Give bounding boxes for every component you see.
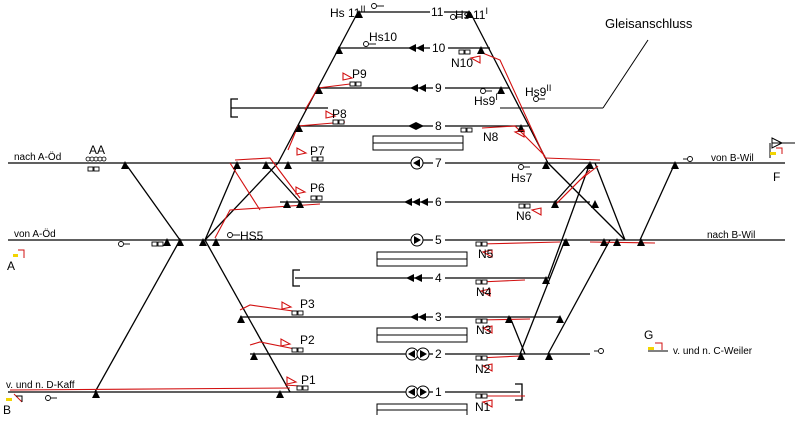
track-number-8: 8 <box>435 119 442 133</box>
label-gleisanschluss: Gleisanschluss <box>605 16 693 31</box>
track-number-1: 1 <box>435 385 442 399</box>
track-number-10: 10 <box>432 41 446 55</box>
track-number-2: 2 <box>435 347 442 361</box>
ladder-right <box>469 11 676 355</box>
signal-flags <box>280 55 542 408</box>
label-hs10: Hs10 <box>369 30 397 44</box>
label-p6: P6 <box>310 181 325 195</box>
gleisanschluss-pointer <box>602 39 649 109</box>
label-hs5: HS5 <box>240 229 264 243</box>
label-d-kaff: v. und n. D-Kaff <box>6 380 75 391</box>
switch-markers <box>92 10 679 398</box>
route-highlights <box>9 51 656 397</box>
point-a-icon <box>13 249 25 258</box>
track-number-7: 7 <box>435 156 442 170</box>
label-p1: P1 <box>301 373 316 387</box>
label-n4: N4 <box>476 285 492 299</box>
direction-arrows <box>404 44 428 321</box>
label-p9: P9 <box>352 67 367 81</box>
label-n10: N10 <box>451 56 473 70</box>
label-n8: N8 <box>483 130 499 144</box>
label-hs7: Hs7 <box>511 171 533 185</box>
label-nach-b-wil: nach B-Wil <box>707 230 755 241</box>
aa-marker-icon <box>85 156 107 162</box>
label-n1: N1 <box>475 400 491 414</box>
point-f-icon <box>769 137 795 158</box>
track-number-3: 3 <box>435 310 442 324</box>
label-von-b-wil: von B-Wil <box>711 153 754 164</box>
track-number-labels: 11 10 9 8 7 6 5 4 3 2 1 <box>430 5 448 399</box>
circle-arrow-markers <box>405 156 430 399</box>
signal-symbols <box>45 3 693 401</box>
label-n2: N2 <box>475 362 491 376</box>
track-number-11: 11 <box>431 5 444 19</box>
buffer-stop-track-1 <box>515 383 523 401</box>
label-n3: N3 <box>476 323 492 337</box>
label-p7: P7 <box>310 144 325 158</box>
label-von-a-od: von A-Öd <box>14 228 56 240</box>
label-aa: AA <box>89 143 105 157</box>
label-p8: P8 <box>332 107 347 121</box>
point-g-icon <box>648 342 668 352</box>
label-b: B <box>3 403 11 417</box>
label-hs11-i: Hs 11I <box>455 6 488 22</box>
label-hs9-ii: Hs9II <box>525 83 551 99</box>
track-number-9: 9 <box>435 81 442 95</box>
track-number-4: 4 <box>435 271 442 285</box>
label-hs9-i: Hs9I <box>474 92 498 108</box>
point-b-icon <box>6 393 23 403</box>
track-number-5: 5 <box>435 233 442 247</box>
label-g: G <box>644 328 653 342</box>
label-c-weiler: v. und n. C-Weiler <box>673 346 753 357</box>
label-p3: P3 <box>300 297 315 311</box>
label-n5: N5 <box>478 247 494 261</box>
track-number-6: 6 <box>435 195 442 209</box>
label-f: F <box>773 170 780 184</box>
label-n6: N6 <box>516 209 532 223</box>
label-a: A <box>7 259 15 273</box>
buffer-stop-track-4 <box>292 269 300 287</box>
label-hs11-ii: Hs 11II <box>330 4 365 20</box>
label-p2: P2 <box>300 333 315 347</box>
label-nach-a-od: nach A-Öd <box>14 151 61 163</box>
